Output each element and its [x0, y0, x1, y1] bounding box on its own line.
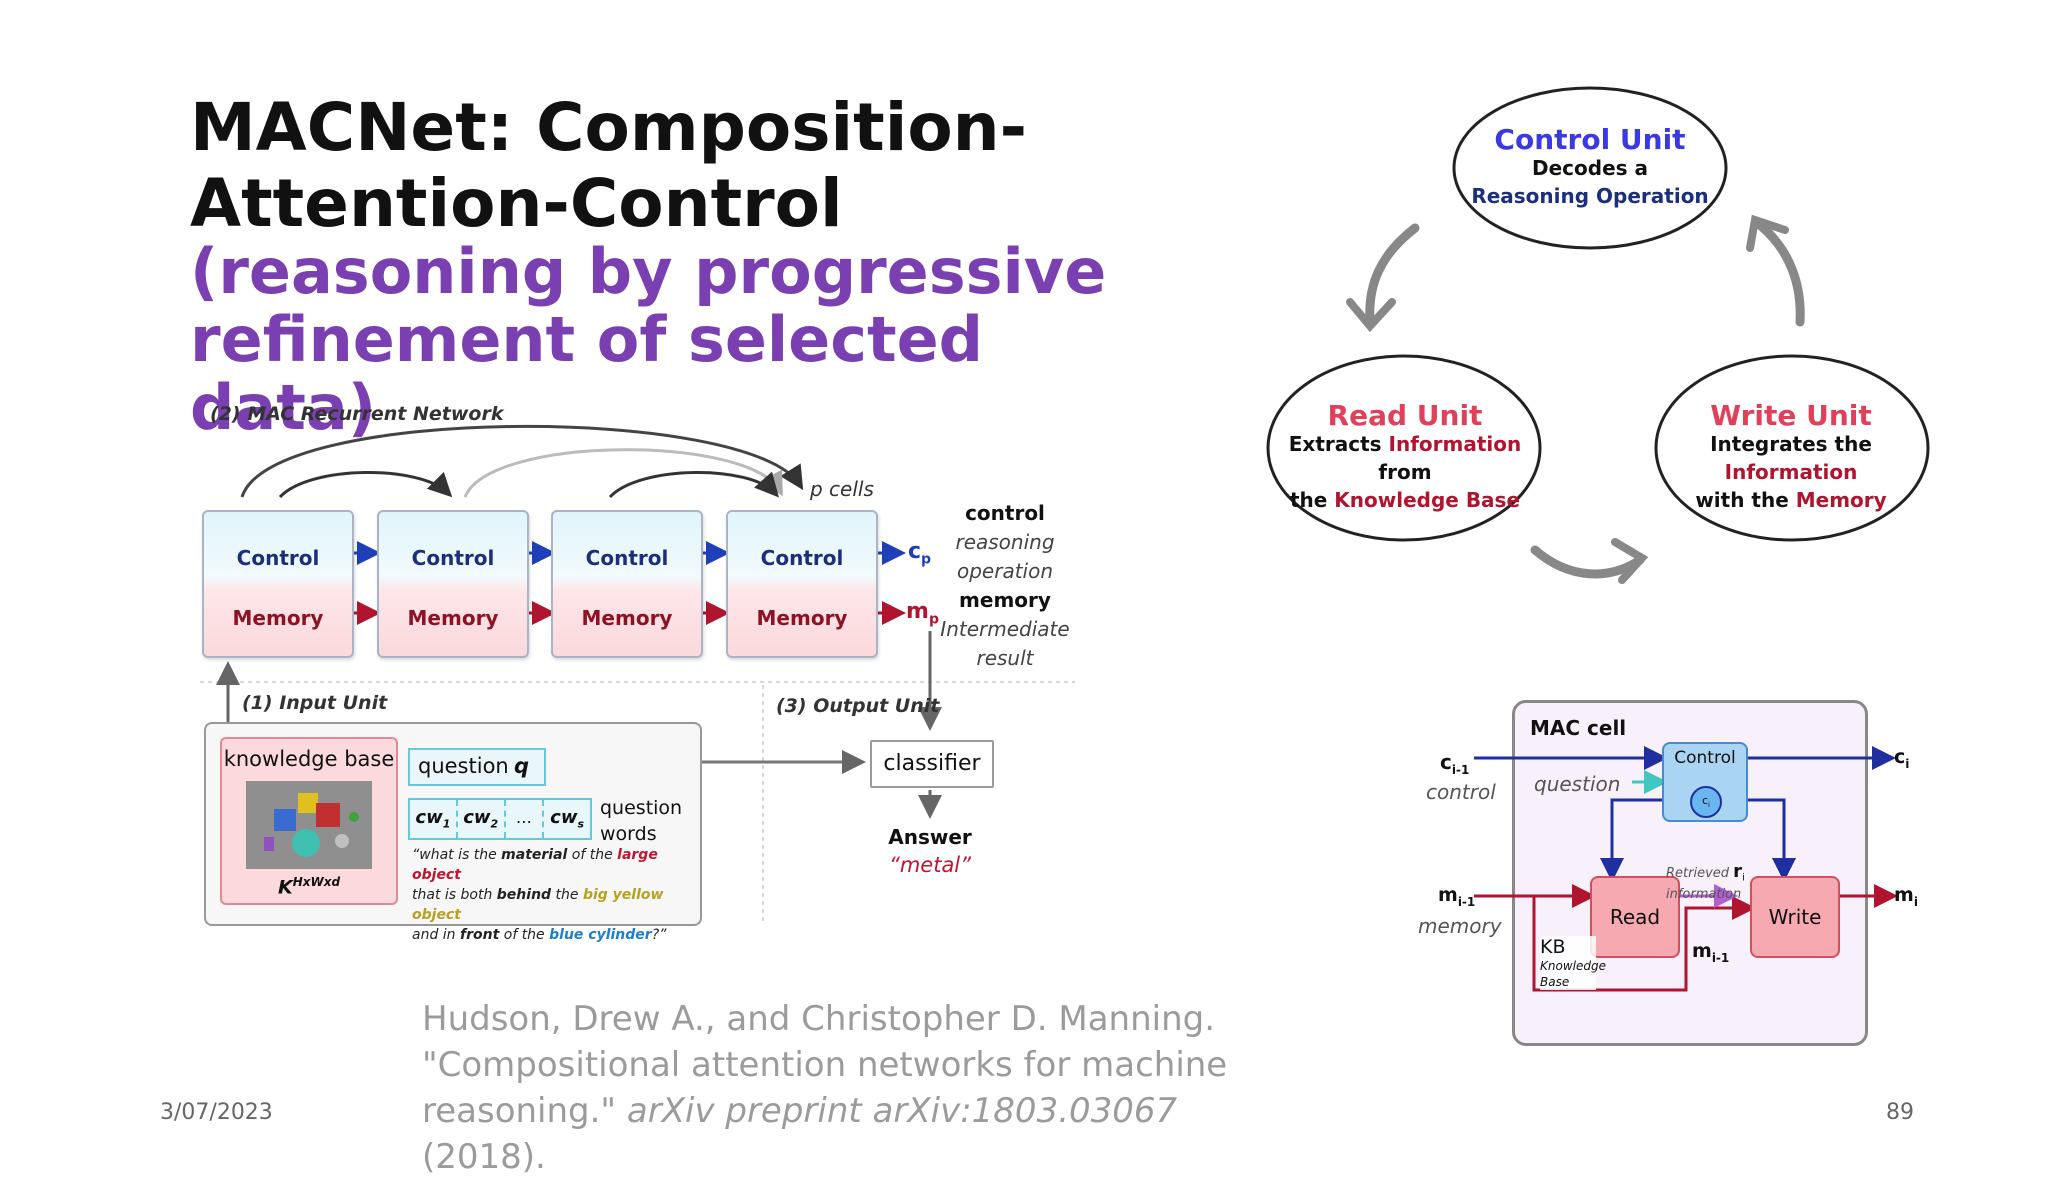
- read-box: Read: [1590, 876, 1680, 958]
- c-in-label: ci-1: [1440, 750, 1470, 777]
- read-unit-node: Read Unit Extracts Information from the …: [1288, 399, 1522, 513]
- mac-cycle-diagram: Control Unit Decodes a Reasoning Operati…: [1250, 80, 1950, 620]
- control-legend: control reasoning operation: [955, 501, 1055, 583]
- word-token: cw1: [410, 800, 458, 838]
- slide-subtitle: (reasoning by progressive refinement of …: [190, 235, 1107, 444]
- mac-cell-arrows: [1474, 746, 1898, 992]
- write-unit-node: Write Unit Integrates the Information wi…: [1695, 399, 1887, 513]
- input-unit-label: (1) Input Unit: [242, 692, 388, 714]
- recurrent-network-label: (2) MAC Recurrent Network: [210, 403, 504, 425]
- mac-cell-diagram: MAC cell Control ci Read Write ci-1 cont…: [1400, 690, 1960, 1050]
- slide-date: 3/07/2023: [160, 1100, 273, 1125]
- knowledge-base-label: knowledge base: [223, 747, 395, 771]
- m-in-label: mi-1: [1438, 884, 1476, 909]
- kb-tensor-label: KHxWxd: [277, 875, 341, 899]
- question-word: question: [1534, 772, 1621, 796]
- control-unit-node: Control Unit Decodes a Reasoning Operati…: [1471, 123, 1709, 209]
- c-out-label: ci: [1894, 746, 1910, 771]
- slide-title: MACNet: Composition-Attention-Control: [190, 89, 1028, 242]
- p-cells-label: p cells: [810, 477, 874, 501]
- mac-cell-4: Control Memory: [726, 510, 878, 658]
- example-question: “what is the material of the large objec…: [412, 847, 667, 943]
- control-box: Control ci: [1662, 742, 1748, 822]
- cell-control-label: Control: [411, 546, 495, 570]
- scene-image-icon: [246, 781, 372, 869]
- question-box: question q: [408, 748, 546, 786]
- write-box: Write: [1750, 876, 1840, 958]
- kb-label: KB Knowledge Base: [1540, 936, 1606, 990]
- knowledge-base-box: knowledge base KHxWxd: [220, 737, 398, 905]
- cell-control-label: Control: [585, 546, 669, 570]
- mac-cell-title: MAC cell: [1530, 716, 1627, 740]
- mac-cell-3: Control Memory: [551, 510, 703, 658]
- question-words-box: cw1 cw2 … cws: [408, 798, 592, 840]
- cell-control-label: Control: [236, 546, 320, 570]
- word-token: cws: [550, 807, 585, 831]
- ci-node: ci: [1690, 786, 1722, 818]
- cell-memory-label: Memory: [232, 606, 324, 630]
- question-words-label: question words: [600, 797, 683, 845]
- cell-control-label: Control: [760, 546, 844, 570]
- retrieved-info-label: Retrieved ri information: [1666, 861, 1745, 902]
- word-token: cw2: [458, 800, 506, 838]
- word-token: …: [506, 800, 545, 838]
- cycle-shapes: [1266, 86, 1930, 584]
- cell-memory-label: Memory: [756, 606, 848, 630]
- m-out-label: mi: [1894, 884, 1918, 909]
- answer-value: “metal”: [888, 853, 972, 877]
- memory-word: memory: [1418, 914, 1502, 938]
- m-prev-label: mi-1: [1692, 940, 1730, 965]
- cell-memory-label: Memory: [581, 606, 673, 630]
- control-word: control: [1426, 780, 1496, 804]
- mac-cell-1: Control Memory: [202, 510, 354, 658]
- mac-cell-2: Control Memory: [377, 510, 529, 658]
- mp-label: mp: [906, 599, 939, 628]
- answer-label: Answer: [888, 825, 972, 849]
- classifier-box: classifier: [870, 740, 994, 788]
- page-number: 89: [1886, 1100, 1914, 1125]
- citation: Hudson, Drew A., and Christopher D. Mann…: [422, 999, 1228, 1177]
- mac-network-diagram: (2) MAC Recurrent Network: [190, 395, 1090, 943]
- cp-label: cp: [908, 539, 932, 568]
- memory-legend: memory Intermediate result: [940, 588, 1070, 670]
- cell-memory-label: Memory: [407, 606, 499, 630]
- output-unit-label: (3) Output Unit: [776, 695, 940, 717]
